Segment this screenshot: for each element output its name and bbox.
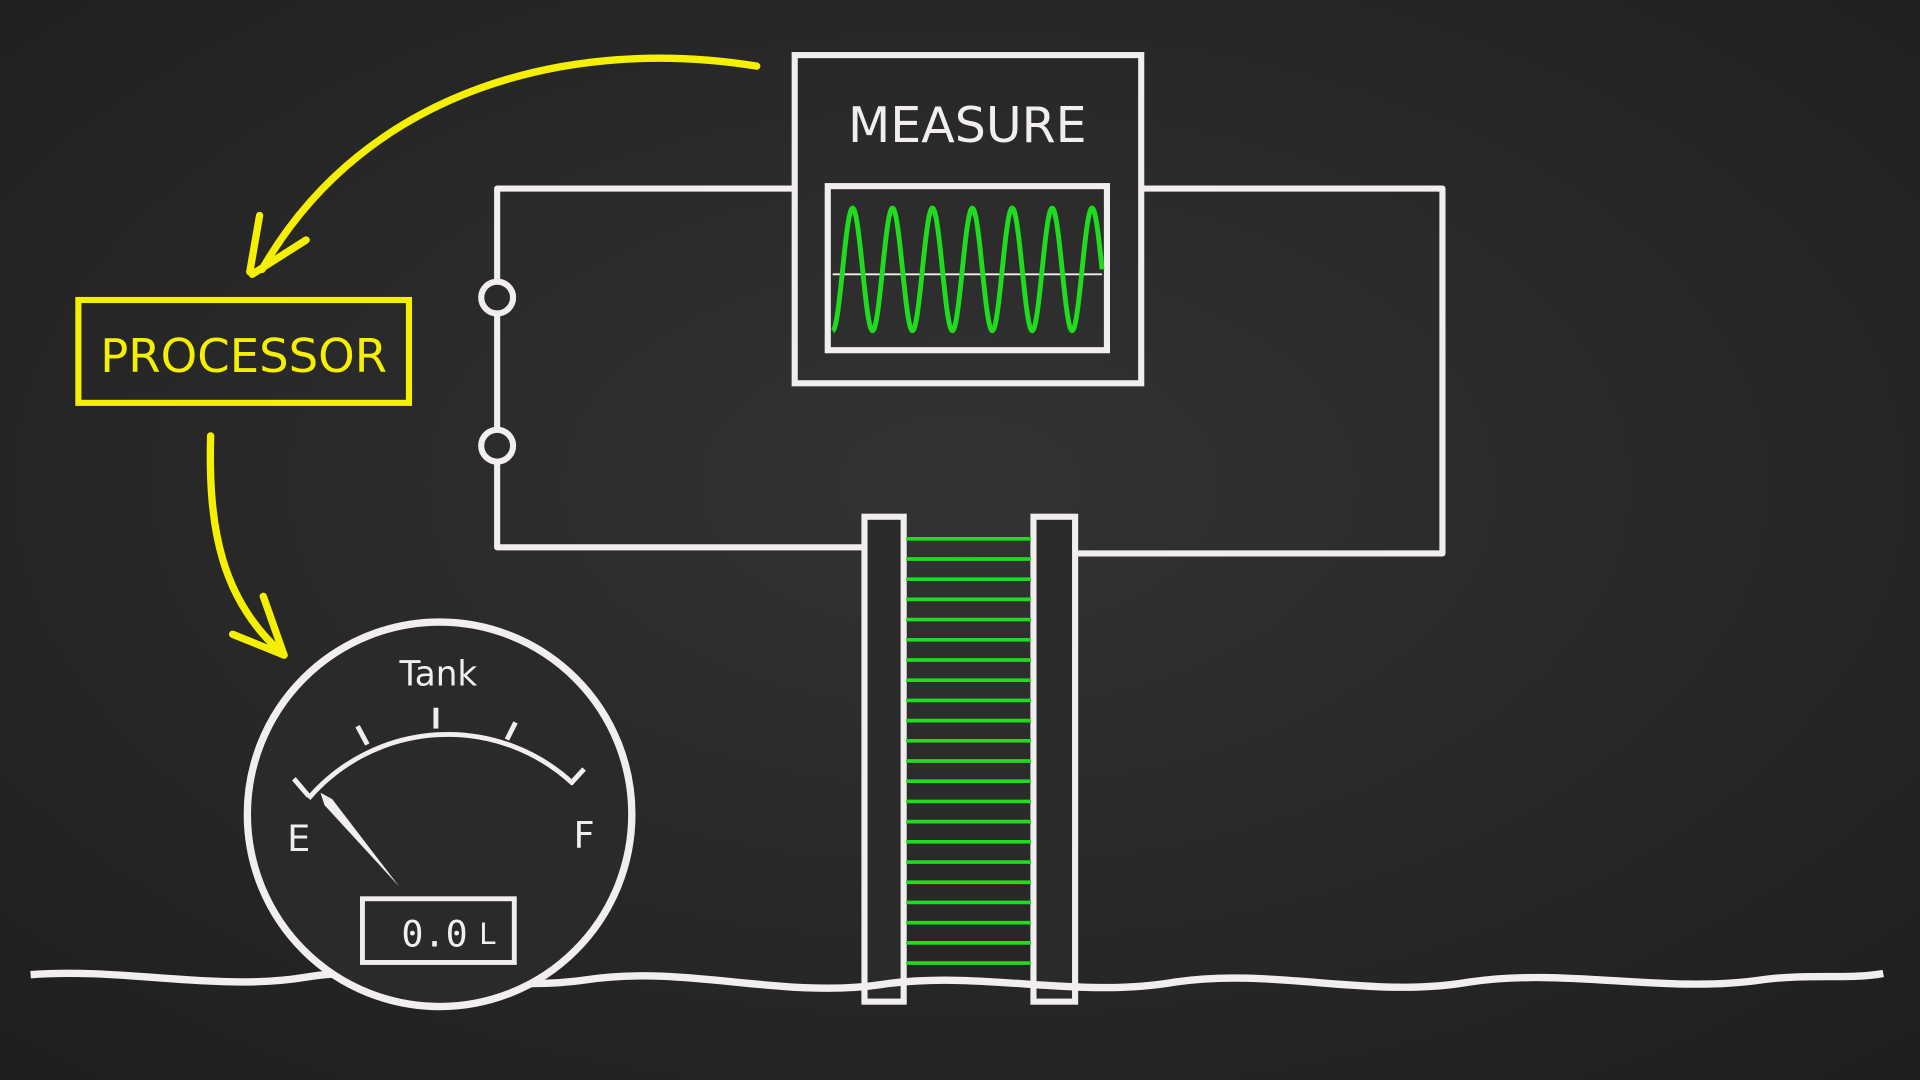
processor-box: PROCESSOR — [75, 296, 413, 406]
gauge-readout-value: 0.0 — [401, 913, 467, 956]
terminal-top — [478, 278, 517, 317]
arrow-measure-to-processor — [246, 54, 761, 278]
sine-wave-signal — [831, 205, 1105, 334]
processor-label: PROCESSOR — [100, 329, 387, 383]
gauge-empty-label: E — [287, 817, 310, 860]
arrow-processor-to-gauge — [206, 432, 288, 659]
probe-green-lines — [906, 536, 1032, 965]
measure-label: MEASURE — [848, 97, 1087, 154]
gauge-readout-unit: L — [479, 917, 496, 951]
gauge-arc — [306, 732, 575, 800]
circuit-wires — [494, 185, 1446, 557]
gauge-readout-box — [360, 896, 517, 965]
measure-box: MEASURE — [791, 52, 1145, 387]
terminal-bottom — [478, 426, 517, 465]
gauge-needle — [320, 792, 400, 887]
gauge-title: Tank — [398, 655, 477, 695]
tank-gauge: Tank E F 0.0 L — [243, 618, 636, 1011]
oscilloscope-screen — [824, 183, 1110, 354]
gauge-ticks — [292, 707, 586, 798]
gauge-full-label: F — [574, 813, 595, 856]
level-probe — [861, 513, 1079, 1005]
